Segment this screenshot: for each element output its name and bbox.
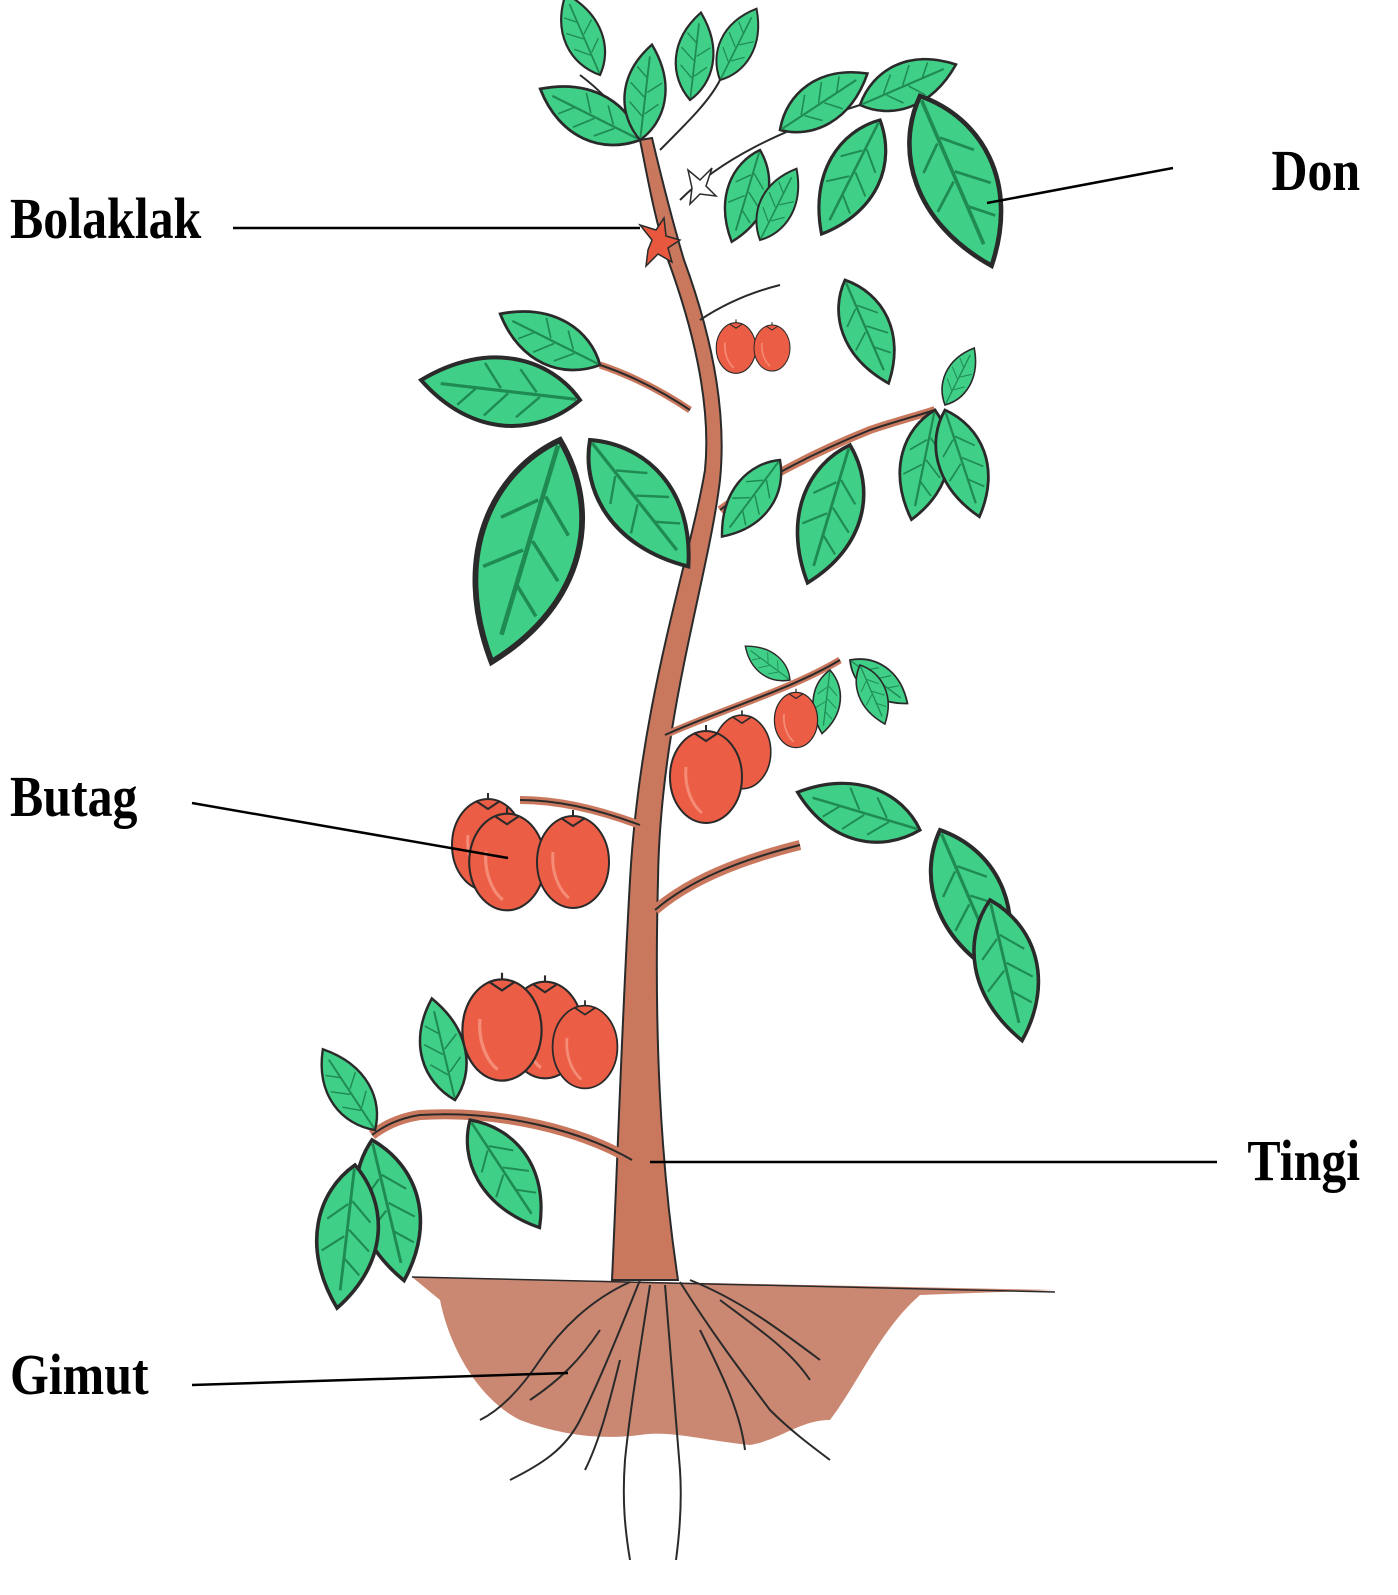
label-leaf: Don	[1271, 142, 1360, 200]
label-fruit: Butag	[10, 768, 138, 826]
label-stem: Tingi	[1247, 1132, 1360, 1190]
label-root: Gimut	[10, 1346, 149, 1404]
label-flower: Bolaklak	[10, 190, 201, 248]
main-stem	[612, 138, 722, 1280]
leader-line-leaf	[987, 168, 1173, 203]
